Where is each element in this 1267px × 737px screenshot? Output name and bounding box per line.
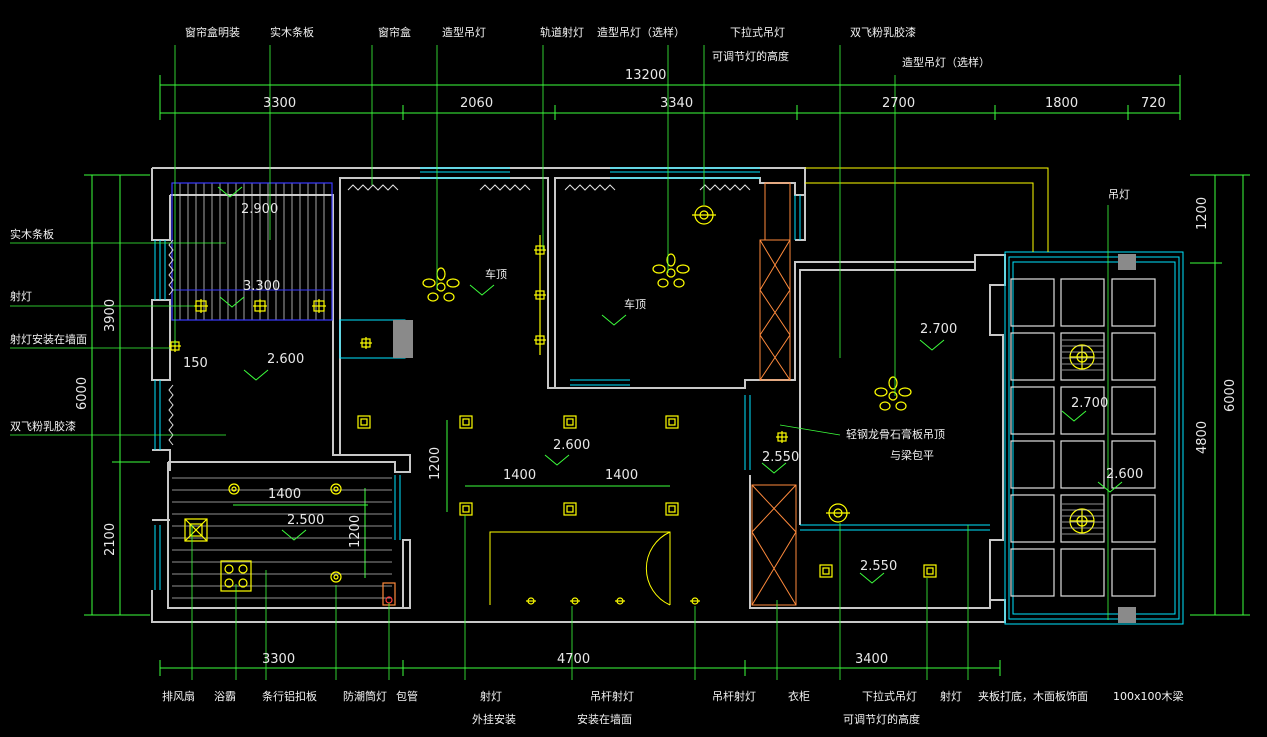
label-spotlight-b: 射灯 bbox=[480, 689, 502, 703]
label-exhaust-fan: 排风扇 bbox=[162, 689, 195, 703]
label-wardrobe: 衣柜 bbox=[788, 689, 810, 703]
height-2600-a: 2.600 bbox=[267, 352, 304, 367]
dim-150: 150 bbox=[183, 356, 208, 371]
windows-cyan bbox=[154, 167, 1184, 625]
dim-top-3: 3340 bbox=[660, 96, 693, 111]
dim-1200-b: 1200 bbox=[348, 515, 363, 548]
height-2600-c: 2.600 bbox=[1106, 467, 1143, 482]
label-left-emulsion-paint: 双飞粉乳胶漆 bbox=[10, 419, 76, 433]
dim-right-total: 6000 bbox=[1223, 379, 1238, 412]
label-aluminium-strip: 条行铝扣板 bbox=[262, 689, 317, 703]
height-2550-a: 2.550 bbox=[762, 450, 799, 465]
label-pendant-lamp: 造型吊灯 bbox=[442, 25, 486, 39]
dim-1400-c: 1400 bbox=[268, 487, 301, 502]
yellow-outlines bbox=[489, 167, 1049, 606]
height-2550-b: 2.550 bbox=[860, 559, 897, 574]
label-wall-mounted: 安装在墙面 bbox=[577, 712, 632, 726]
curtain-zigzag bbox=[168, 184, 751, 446]
note-ceiling-2: 车顶 bbox=[624, 297, 646, 311]
dim-right-2: 4800 bbox=[1195, 421, 1210, 454]
label-left-wall-spotlight: 射灯安装在墙面 bbox=[10, 332, 87, 346]
height-2700-b: 2.700 bbox=[1071, 396, 1108, 411]
dim-top-total: 13200 bbox=[625, 68, 666, 83]
ceiling-heights: 2.900 3.300 2.600 2.500 2.600 2.700 2.55… bbox=[241, 202, 1143, 574]
label-adjustable-height: 可调节灯的高度 bbox=[712, 49, 789, 63]
note-gypsum-ceiling: 轻钢龙骨石膏板吊顶 bbox=[846, 427, 945, 441]
label-bath-heater: 浴霸 bbox=[214, 690, 236, 703]
dim-bottom-2: 4700 bbox=[557, 652, 590, 667]
callout-leaders bbox=[10, 45, 1109, 680]
dimension-lines bbox=[84, 75, 1250, 676]
label-chandelier: 吊灯 bbox=[1108, 188, 1130, 201]
dimension-text: 13200 3300 2060 3340 2700 1800 720 3300 … bbox=[75, 68, 1238, 667]
dim-1400-a: 1400 bbox=[503, 468, 536, 483]
dim-bottom-1: 3300 bbox=[262, 652, 295, 667]
dim-left-total: 6000 bbox=[75, 377, 90, 410]
left-labels: 实木条板 射灯 射灯安装在墙面 双飞粉乳胶漆 bbox=[10, 227, 87, 433]
column-block bbox=[393, 320, 413, 358]
label-pull-down-pendant: 下拉式吊灯 bbox=[730, 25, 785, 39]
height-2500: 2.500 bbox=[287, 513, 324, 528]
dim-top-6: 720 bbox=[1141, 96, 1166, 111]
note-flush-with-beam: 与梁包平 bbox=[890, 448, 934, 462]
beam-grid bbox=[1010, 278, 1156, 597]
label-left-wood-slats: 实木条板 bbox=[10, 227, 54, 241]
room-notes: 车顶 车顶 轻钢龙骨石膏板吊顶 与梁包平 bbox=[485, 267, 945, 462]
label-plywood-veneer: 夹板打底，木面板饰面 bbox=[978, 689, 1088, 703]
dim-1400-b: 1400 bbox=[605, 468, 638, 483]
wardrobe bbox=[751, 182, 797, 606]
height-3300: 3.300 bbox=[243, 279, 280, 294]
dim-left-1: 3900 bbox=[103, 299, 118, 332]
label-wood-beam: 100x100木梁 bbox=[1113, 689, 1184, 703]
label-rod-spotlight: 吊杆射灯 bbox=[590, 689, 634, 703]
label-pipe-cover: 包管 bbox=[396, 689, 418, 703]
beam-end-bottom bbox=[1118, 607, 1136, 623]
dim-1200-a: 1200 bbox=[428, 447, 443, 480]
label-spotlight-c: 射灯 bbox=[940, 689, 962, 703]
dim-top-1: 3300 bbox=[263, 96, 296, 111]
label-curtain-box: 窗帘盒 bbox=[378, 25, 411, 39]
note-ceiling-1: 车顶 bbox=[485, 267, 507, 281]
spotlights bbox=[169, 235, 937, 605]
dim-right-1: 1200 bbox=[1195, 197, 1210, 230]
label-track-spotlight: 轨道射灯 bbox=[540, 25, 584, 39]
beam-end-top bbox=[1118, 254, 1136, 270]
label-moisture-downlight: 防潮筒灯 bbox=[343, 689, 387, 703]
label-left-spotlight: 射灯 bbox=[10, 289, 32, 303]
pendant-lights bbox=[184, 205, 1095, 606]
wood-slats bbox=[179, 183, 325, 320]
dim-bottom-3: 3400 bbox=[855, 652, 888, 667]
bottom-labels: 排风扇 浴霸 条行铝扣板 防潮筒灯 包管 射灯 外挂安装 吊杆射灯 安装在墙面 … bbox=[162, 689, 1184, 726]
height-2700-a: 2.700 bbox=[920, 322, 957, 337]
label-solid-wood-slats: 实木条板 bbox=[270, 25, 314, 39]
dim-left-2: 2100 bbox=[103, 523, 118, 556]
top-labels: 窗帘盒明装 实木条板 窗帘盒 造型吊灯 轨道射灯 造型吊灯（选样） 下拉式吊灯 … bbox=[185, 25, 990, 69]
label-curtain-box-exposed: 窗帘盒明装 bbox=[185, 25, 240, 39]
label-pendant-lamp-sample-2: 造型吊灯（选样） bbox=[902, 55, 990, 69]
dim-top-2: 2060 bbox=[460, 96, 493, 111]
label-emulsion-paint-top: 双飞粉乳胶漆 bbox=[850, 25, 916, 39]
label-adjustable-height-b: 可调节灯的高度 bbox=[843, 712, 920, 726]
label-rod-spotlight-2: 吊杆射灯 bbox=[712, 689, 756, 703]
height-2900: 2.900 bbox=[241, 202, 278, 217]
beam-stripe-panels bbox=[1062, 339, 1104, 535]
dim-top-4: 2700 bbox=[882, 96, 915, 111]
label-pull-down-pendant-b: 下拉式吊灯 bbox=[862, 689, 917, 703]
dim-top-5: 1800 bbox=[1045, 96, 1078, 111]
height-2600-b: 2.600 bbox=[553, 438, 590, 453]
label-external-mount: 外挂安装 bbox=[472, 712, 516, 726]
level-markers bbox=[217, 186, 1123, 584]
bathroom-strips bbox=[172, 477, 392, 599]
label-pendant-lamp-sample: 造型吊灯（选样） bbox=[597, 25, 685, 39]
